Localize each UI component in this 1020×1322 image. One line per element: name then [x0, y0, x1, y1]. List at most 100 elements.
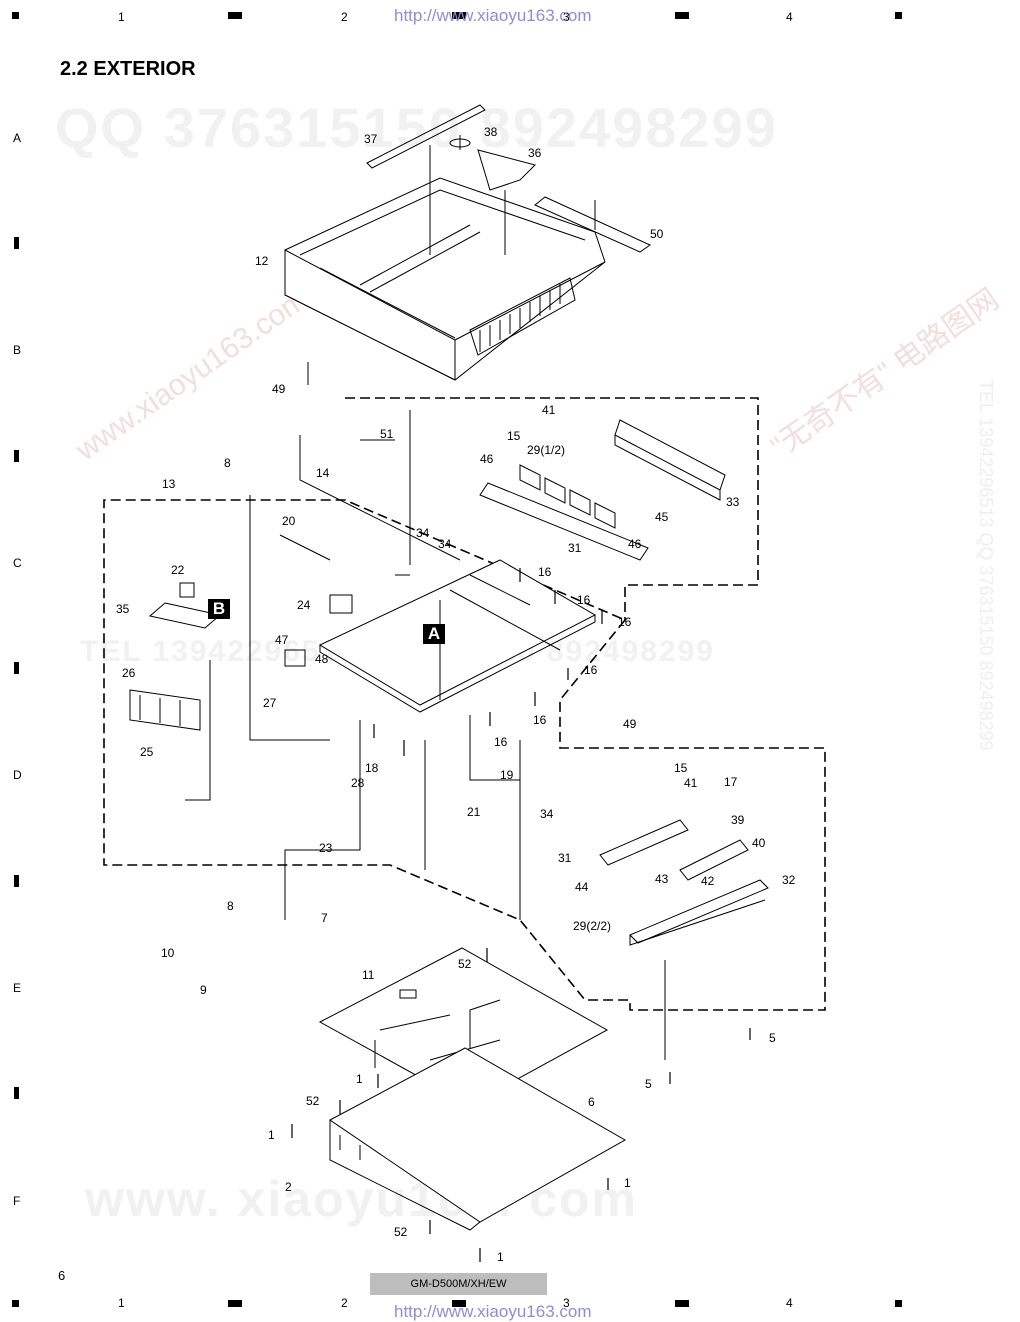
url-bottom[interactable]: http://www.xiaoyu163.com — [394, 1302, 592, 1321]
row-marker — [14, 1087, 19, 1099]
part-label: 52 — [306, 1094, 320, 1108]
part-label: 6 — [588, 1095, 595, 1109]
column-1-bottom: 1 — [118, 1296, 125, 1310]
part-label: 52 — [394, 1225, 408, 1239]
part-label: 13 — [162, 477, 176, 491]
part-label: 20 — [282, 514, 296, 528]
qq-watermark: QQ 376315150 892498299 — [55, 96, 778, 159]
row-b: B — [13, 343, 22, 357]
part-label: 11 — [362, 968, 375, 982]
part-label: 16 — [584, 663, 598, 677]
part-label: 24 — [297, 598, 311, 612]
part-label: 16 — [577, 593, 591, 607]
part-label: 12 — [255, 254, 269, 268]
part-label: 15 — [507, 429, 521, 443]
marker — [452, 12, 466, 19]
part-label: 8 — [227, 899, 234, 913]
row-marker — [14, 662, 19, 674]
url-top[interactable]: http://www.xiaoyu163.com — [394, 6, 592, 25]
model-label: GM-D500M/XH/EW — [370, 1273, 547, 1295]
part-label: 26 — [122, 666, 136, 680]
column-3-bottom: 3 — [563, 1296, 570, 1310]
part-label: 33 — [726, 495, 740, 509]
row-d: D — [13, 768, 22, 782]
part-label: 35 — [116, 602, 130, 616]
marker — [228, 1300, 242, 1307]
part-label: 19 — [500, 768, 514, 782]
part-label: 15 — [674, 761, 688, 775]
part-label: 28 — [351, 776, 365, 790]
part-label: 43 — [655, 872, 669, 886]
column-3: 3 — [563, 10, 570, 24]
part-label: 25 — [140, 745, 154, 759]
part-label: 32 — [782, 873, 796, 887]
part-label: 22 — [171, 563, 185, 577]
part-label: 34 — [416, 526, 430, 540]
marker — [452, 1300, 466, 1307]
part-label: 49 — [623, 717, 637, 731]
section-title: 2.2 EXTERIOR — [60, 58, 196, 80]
part-label: 5 — [645, 1077, 652, 1091]
column-4: 4 — [786, 10, 793, 24]
board-a-label: A — [423, 624, 445, 644]
part-label: 38 — [484, 125, 498, 139]
column-1: 1 — [118, 10, 125, 24]
part-label: 48 — [315, 652, 329, 666]
part-label: 34 — [438, 537, 452, 551]
part-label: 5 — [769, 1031, 776, 1045]
part-label: 27 — [263, 696, 277, 710]
part-label: 52 — [458, 957, 472, 971]
part-label: 1 — [624, 1176, 631, 1190]
part-label: 1 — [356, 1072, 363, 1086]
corner-marker — [895, 1300, 902, 1307]
part-label: 18 — [365, 761, 379, 775]
column-4-bottom: 4 — [786, 1296, 793, 1310]
row-marker — [14, 450, 19, 462]
column-2: 2 — [341, 10, 348, 24]
part-label: 2 — [285, 1180, 292, 1194]
part-label: 51 — [380, 427, 394, 441]
part-label: 46 — [480, 452, 494, 466]
part-label: 36 — [528, 146, 542, 160]
corner-marker — [895, 12, 902, 19]
part-label: 45 — [655, 510, 669, 524]
part-label: 42 — [701, 874, 715, 888]
part-label: 46 — [628, 537, 642, 551]
part-label: 16 — [618, 615, 632, 629]
marker — [675, 12, 689, 19]
side-watermark: TEL 13942296513 QQ 376315150 892498299 — [976, 380, 996, 751]
marker — [675, 1300, 689, 1307]
corner-marker — [12, 1300, 19, 1307]
part-label: 44 — [575, 880, 589, 894]
part-label: 1 — [497, 1250, 504, 1264]
part-label: 47 — [275, 633, 289, 647]
row-c: C — [13, 556, 22, 570]
part-label: 31 — [558, 851, 572, 865]
part-label: 16 — [538, 565, 552, 579]
row-f: F — [13, 1194, 21, 1208]
part-label: 29(1/2) — [527, 443, 565, 457]
bracket-b-label: B — [208, 599, 230, 619]
part-label: 21 — [467, 805, 481, 819]
part-label: 16 — [533, 713, 547, 727]
row-a: A — [13, 131, 22, 145]
part-label: 41 — [542, 403, 556, 417]
part-label: 8 — [224, 456, 231, 470]
marker — [228, 12, 242, 19]
part-label: 23 — [319, 841, 333, 855]
part-label: 50 — [650, 227, 664, 241]
page-number: 6 — [58, 1268, 66, 1283]
part-label: 39 — [731, 813, 745, 827]
row-e: E — [13, 981, 22, 995]
part-label: 40 — [752, 836, 766, 850]
part-label: 34 — [540, 807, 554, 821]
part-label: 49 — [272, 382, 286, 396]
part-label: 29(2/2) — [573, 919, 611, 933]
part-label: 31 — [568, 541, 582, 555]
part-label: 10 — [161, 946, 175, 960]
part-label: 16 — [494, 735, 508, 749]
part-label: 9 — [200, 983, 207, 997]
column-2-bottom: 2 — [341, 1296, 348, 1310]
part-label: 17 — [724, 775, 738, 789]
